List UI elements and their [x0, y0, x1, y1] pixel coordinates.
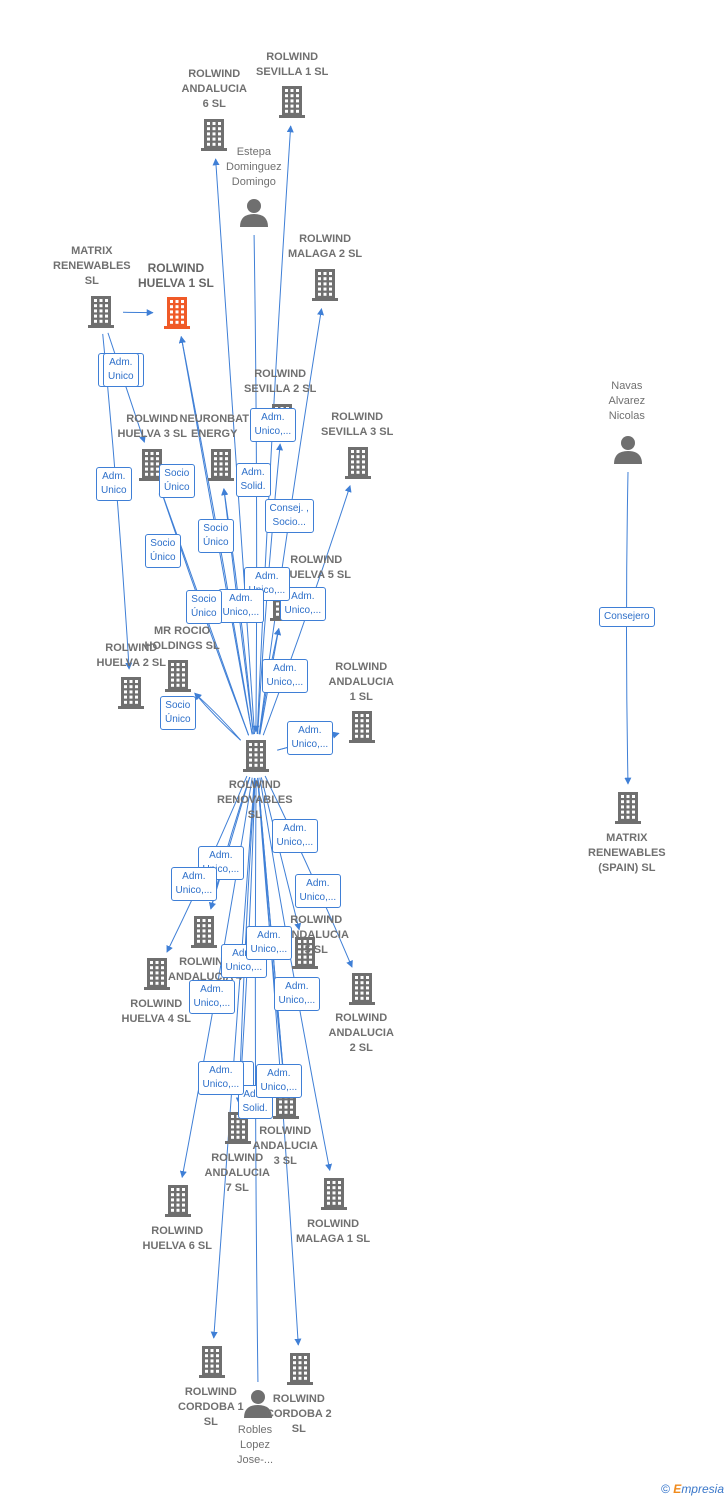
- brand-logo-e: E: [673, 1482, 682, 1496]
- node-label-andalucia5[interactable]: ROLWIND ANDALUCIA 5 SL: [283, 914, 349, 956]
- edge-matrix_ren-to-huelva3: [107, 332, 146, 443]
- building-icon-huelva6[interactable]: [165, 1185, 191, 1217]
- node-label-malaga2[interactable]: ROLWIND MALAGA 2 SL: [288, 233, 363, 260]
- node-label-neuronbat[interactable]: NEURONBAT ENERGY: [179, 413, 249, 440]
- edge-tag[interactable]: Adm. Solid.: [237, 1085, 273, 1119]
- building-icon-malaga1[interactable]: [321, 1178, 347, 1210]
- node-label-andalucia2[interactable]: ROLWIND ANDALUCIA 2 SL: [328, 1012, 394, 1054]
- node-label-andalucia1[interactable]: ROLWIND ANDALUCIA 1 SL: [328, 661, 394, 703]
- node-label-navas[interactable]: Navas Alvarez Nicolas: [608, 380, 646, 422]
- edge-tag[interactable]: Adm. Unico,...: [249, 408, 297, 442]
- edge-tag[interactable]: Adm. Solid.: [235, 463, 271, 497]
- node-label-mrrocio[interactable]: MR ROCIO HOLDINGS SL: [144, 625, 220, 652]
- node-label-huelva1[interactable]: ROLWIND HUELVA 1 SL: [138, 261, 214, 290]
- building-icon-huelva1[interactable]: [164, 297, 190, 329]
- edge-tag[interactable]: Adm. Unico,...: [255, 1064, 303, 1098]
- node-label-huelva2[interactable]: ROLWIND HUELVA 2 SL: [96, 642, 166, 669]
- footer-brand[interactable]: © Empresia: [661, 1482, 724, 1496]
- node-label-malaga1[interactable]: ROLWIND MALAGA 1 SL: [296, 1218, 371, 1245]
- building-icon-huelva4[interactable]: [144, 958, 170, 990]
- node-label-andalucia7[interactable]: ROLWIND ANDALUCIA 7 SL: [204, 1152, 270, 1194]
- person-icon-navas[interactable]: [614, 436, 642, 464]
- building-icon-andalucia1[interactable]: [349, 711, 375, 743]
- edge-tag[interactable]: Socio Único: [198, 519, 234, 553]
- edge-tag[interactable]: Adm. Unico,...: [217, 589, 265, 623]
- node-label-huelva3[interactable]: ROLWIND HUELVA 3 SL: [117, 413, 187, 440]
- building-icon-andalucia6[interactable]: [201, 119, 227, 151]
- edge-tag[interactable]: Socio Único: [160, 696, 196, 730]
- edge-navas-to-matrix_spain: [624, 471, 632, 785]
- edge-renovables-to-huelva6: [179, 777, 253, 1179]
- building-icon-mrrocio[interactable]: [165, 660, 191, 692]
- node-label-cordoba1[interactable]: ROLWIND CORDOBA 1 SL: [178, 1386, 244, 1428]
- node-label-robles[interactable]: Robles Lopez Jose-...: [237, 1424, 274, 1466]
- building-icon-andalucia2[interactable]: [349, 973, 375, 1005]
- copyright-symbol: ©: [661, 1482, 670, 1496]
- edge-tag[interactable]: Adm. Unico,...: [245, 926, 293, 960]
- edge-renovables-to-malaga1: [259, 777, 333, 1172]
- person-icon-estepa[interactable]: [240, 199, 268, 227]
- edge-renovables-to-mrrocio: [194, 692, 241, 741]
- edge-tag[interactable]: Socio Único: [186, 590, 222, 624]
- edge-renovables-to-cordoba2: [257, 777, 302, 1346]
- building-icon-andalucia4[interactable]: [191, 916, 217, 948]
- edge-tag[interactable]: Adm. Unico,...: [273, 977, 321, 1011]
- edge-tag[interactable]: Adm. Unico,...: [197, 1061, 245, 1095]
- node-label-estepa[interactable]: Estepa Dominguez Domingo: [226, 146, 282, 188]
- building-icon-cordoba1[interactable]: [199, 1346, 225, 1378]
- edge-tag[interactable]: Adm. Unico: [103, 353, 139, 387]
- edge-tag[interactable]: Consejero: [599, 607, 655, 627]
- building-icon-matrix_spain[interactable]: [615, 792, 641, 824]
- node-label-renovables[interactable]: ROLWIND RENOVABLES SL: [217, 779, 293, 821]
- node-label-huelva6[interactable]: ROLWIND HUELVA 6 SL: [142, 1225, 212, 1252]
- node-label-huelva4[interactable]: ROLWIND HUELVA 4 SL: [121, 998, 191, 1025]
- edge-renovables-to-cordoba1: [210, 777, 255, 1339]
- edge-renovables-to-mrrocio: [194, 692, 242, 741]
- person-icon-robles[interactable]: [244, 1390, 272, 1418]
- node-label-matrix_spain[interactable]: MATRIX RENEWABLES (SPAIN) SL: [588, 832, 666, 874]
- node-label-andalucia3[interactable]: ROLWIND ANDALUCIA 3 SL: [252, 1125, 318, 1167]
- edge-tag[interactable]: Adm. Unico,...: [170, 867, 218, 901]
- edge-renovables-to-andalucia5: [260, 777, 302, 931]
- building-icon-renovables[interactable]: [243, 740, 269, 772]
- edge-renovables-to-andalucia6: [212, 158, 256, 735]
- building-icon-malaga2[interactable]: [312, 269, 338, 301]
- edge-renovables-to-andalucia2: [264, 775, 353, 968]
- edge-tag[interactable]: Adm. Unico,...: [261, 659, 309, 693]
- node-label-matrix_ren[interactable]: MATRIX RENEWABLES SL: [53, 245, 131, 287]
- edge-tag[interactable]: Adm. Unico,...: [271, 819, 319, 853]
- node-label-sevilla3[interactable]: ROLWIND SEVILLA 3 SL: [321, 411, 394, 438]
- edge-tag[interactable]: Socio Único: [159, 464, 195, 498]
- node-label-sevilla1[interactable]: ROLWIND SEVILLA 1 SL: [256, 51, 329, 78]
- building-icon-huelva2[interactable]: [118, 677, 144, 709]
- building-icon-huelva3[interactable]: [139, 449, 165, 481]
- node-label-huelva5[interactable]: ROLWIND HUELVA 5 SL: [281, 554, 351, 581]
- edge-tag[interactable]: Adm. Unico,...: [294, 874, 342, 908]
- building-icon-sevilla3[interactable]: [345, 447, 371, 479]
- edge-tag[interactable]: Consej. , Socio...: [264, 499, 314, 533]
- building-icon-sevilla1[interactable]: [279, 86, 305, 118]
- edge-tag[interactable]: Adm. Unico,...: [286, 721, 334, 755]
- building-icon-cordoba2[interactable]: [287, 1353, 313, 1385]
- brand-name: mpresia: [681, 1482, 724, 1496]
- building-icon-matrix_ren[interactable]: [88, 296, 114, 328]
- edge-tag[interactable]: Adm. Unico: [96, 467, 132, 501]
- building-icon-andalucia5[interactable]: [292, 937, 318, 969]
- edge-tag[interactable]: Socio Único: [145, 534, 181, 568]
- node-label-sevilla2[interactable]: ROLWIND SEVILLA 2 SL: [244, 368, 317, 395]
- node-label-andalucia6[interactable]: ROLWIND ANDALUCIA 6 SL: [181, 68, 247, 110]
- edge-tag[interactable]: Adm. Unico,...: [188, 980, 236, 1014]
- node-label-cordoba2[interactable]: ROLWIND CORDOBA 2 SL: [266, 1393, 332, 1435]
- building-icon-neuronbat[interactable]: [208, 449, 234, 481]
